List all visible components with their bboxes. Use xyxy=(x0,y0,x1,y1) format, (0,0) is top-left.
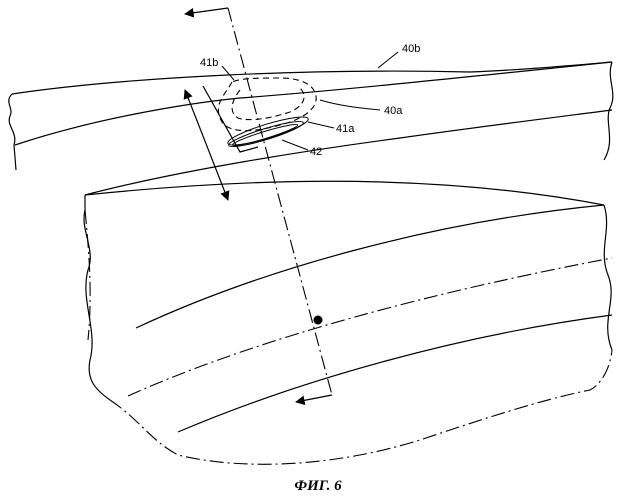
leader-41b xyxy=(222,66,234,80)
break-line-left-upper xyxy=(9,94,16,170)
lower-body-left-boundary xyxy=(84,195,110,400)
leader-40b xyxy=(378,52,398,68)
slot-outline-41b-inner xyxy=(232,88,304,120)
leader-41a xyxy=(308,122,334,128)
label-41a: 41a xyxy=(336,123,355,135)
section-line xyxy=(228,8,332,395)
inner-line-lower xyxy=(178,315,612,432)
lower-body-top-line xyxy=(85,181,604,205)
label-40b: 40b xyxy=(402,43,420,55)
slot-bracket xyxy=(203,86,258,152)
bottom-dashdot-boundary xyxy=(110,350,612,464)
label-41b: 41b xyxy=(200,57,218,69)
leader-40a xyxy=(320,100,380,110)
center-line-curved xyxy=(128,258,612,396)
section-arrow-bottom xyxy=(296,395,332,402)
center-point xyxy=(314,316,323,325)
label-40a: 40a xyxy=(384,105,403,117)
figure-caption: ФИГ. 6 xyxy=(294,478,342,494)
slot-42-inner xyxy=(231,122,298,149)
label-42: 42 xyxy=(310,146,322,158)
section-arrow-top xyxy=(185,8,228,14)
lower-body-right-break xyxy=(604,205,612,350)
displacement-arrow xyxy=(185,90,228,200)
inner-line-upper xyxy=(136,205,604,328)
edge-line-40a xyxy=(15,62,612,145)
leader-42 xyxy=(282,140,308,150)
slot-outline-41b xyxy=(218,78,316,131)
outer-surface-40b xyxy=(12,62,612,94)
